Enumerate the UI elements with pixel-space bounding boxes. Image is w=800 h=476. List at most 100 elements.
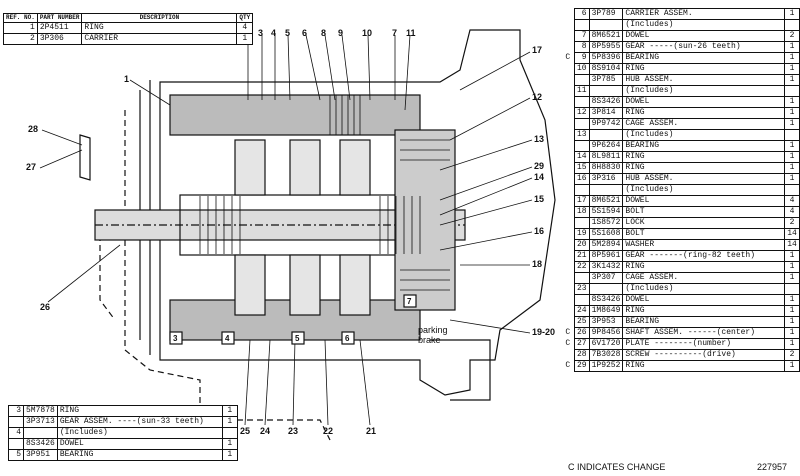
cell-part: 8M6521: [588, 195, 624, 207]
callout-10: 10: [362, 28, 373, 38]
header-desc: DESCRIPTION: [81, 13, 238, 23]
cell-qty: 1: [784, 162, 800, 174]
callout-14: 14: [534, 172, 545, 182]
cell-desc: DOWEL: [622, 195, 786, 207]
cell-ref: 23: [573, 283, 590, 295]
cell-qty: 1: [784, 272, 800, 284]
cell-ref: 7: [573, 30, 590, 42]
cell-qty: 1: [784, 338, 800, 350]
callout-8: 8: [321, 28, 327, 38]
cell-qty: [784, 283, 800, 295]
cell-qty: 1: [221, 416, 238, 428]
cell-part: 6V1720: [588, 338, 624, 350]
cell-part: [588, 283, 624, 295]
cell-ref: 9: [573, 52, 590, 64]
cell-c: [562, 273, 574, 284]
cell-qty: 1: [784, 327, 800, 339]
cell-ref: 5: [8, 449, 24, 461]
cell-desc: RING: [81, 22, 238, 34]
cell-part: 9P8456: [588, 327, 624, 339]
callout-1: 1: [124, 74, 130, 84]
callout-21: 21: [366, 426, 377, 436]
cell-desc: PLATE --------(number): [622, 338, 786, 350]
cell-part: 8P5955: [588, 41, 624, 53]
cell-ref: [573, 217, 590, 229]
table-row: (Includes): [562, 184, 800, 196]
inbox-label-5: 5: [295, 334, 300, 343]
cell-desc: DOWEL: [622, 96, 786, 108]
cell-desc: WASHER: [622, 239, 786, 251]
cell-ref: 1: [3, 22, 38, 34]
cell-part: [588, 85, 624, 97]
table-row: 13(Includes): [562, 129, 800, 141]
callout-18: 18: [532, 259, 543, 269]
cell-part: 8S3426: [23, 438, 58, 450]
cell-desc: DOWEL: [56, 438, 223, 450]
cell-c: [562, 97, 574, 108]
cell-ref: [573, 184, 590, 196]
cell-c: [562, 218, 574, 229]
cell-part: 3P951: [23, 449, 58, 461]
cell-qty: 1: [784, 250, 800, 262]
cell-qty: 1: [784, 74, 800, 86]
cell-part: 3P785: [588, 74, 624, 86]
cell-qty: [784, 19, 800, 31]
callout-13: 13: [534, 134, 545, 144]
cell-qty: 1: [236, 33, 254, 45]
callout-11: 11: [406, 28, 416, 38]
cell-c: [562, 119, 574, 130]
cell-desc: BEARING: [622, 140, 786, 152]
cell-desc: (Includes): [622, 85, 786, 97]
cell-c: [562, 317, 574, 328]
cell-ref: [573, 19, 590, 31]
table-row: 23(Includes): [562, 283, 800, 295]
cell-desc: CARRIER: [81, 33, 238, 45]
cell-desc: GEAR ASSEM. ----(sun-33 teeth): [56, 416, 223, 428]
cell-c: [562, 196, 574, 207]
cell-ref: [573, 118, 590, 130]
cell-ref: 14: [573, 151, 590, 163]
cell-qty: 4: [236, 22, 254, 34]
cell-c: [562, 86, 574, 97]
cell-c: [562, 152, 574, 163]
cell-ref: [573, 140, 590, 152]
cell-ref: 28: [573, 349, 590, 361]
callout-28: 28: [28, 124, 39, 134]
cell-part: 8L9811: [588, 151, 624, 163]
callout-29: 29: [534, 161, 545, 171]
cell-desc: CAGE ASSEM.: [622, 118, 786, 130]
callout-5: 5: [285, 28, 291, 38]
cell-qty: [784, 184, 800, 196]
callout-27: 27: [26, 162, 37, 172]
cell-part: 3K1432: [588, 261, 624, 273]
cell-desc: CARRIER ASSEM.: [622, 8, 786, 20]
cell-qty: 1: [784, 63, 800, 75]
cell-qty: 1: [784, 8, 800, 20]
cell-part: 5M2894: [588, 239, 624, 251]
cell-c: [562, 20, 574, 31]
cell-desc: RING: [622, 360, 786, 372]
cell-part: 5S1608: [588, 228, 624, 240]
cell-part: 9P9742: [588, 118, 624, 130]
callout-7: 7: [392, 28, 398, 38]
figure-number: 227957: [757, 462, 788, 472]
cell-part: 8S3426: [588, 96, 624, 108]
callout-24: 24: [260, 426, 271, 436]
callout-9: 9: [338, 28, 344, 38]
cell-ref: 20: [573, 239, 590, 251]
cell-ref: [573, 294, 590, 306]
cell-desc: RING: [622, 305, 786, 317]
cell-ref: 6: [573, 8, 590, 20]
cell-qty: 1: [221, 405, 238, 417]
cell-qty: 1: [784, 140, 800, 152]
